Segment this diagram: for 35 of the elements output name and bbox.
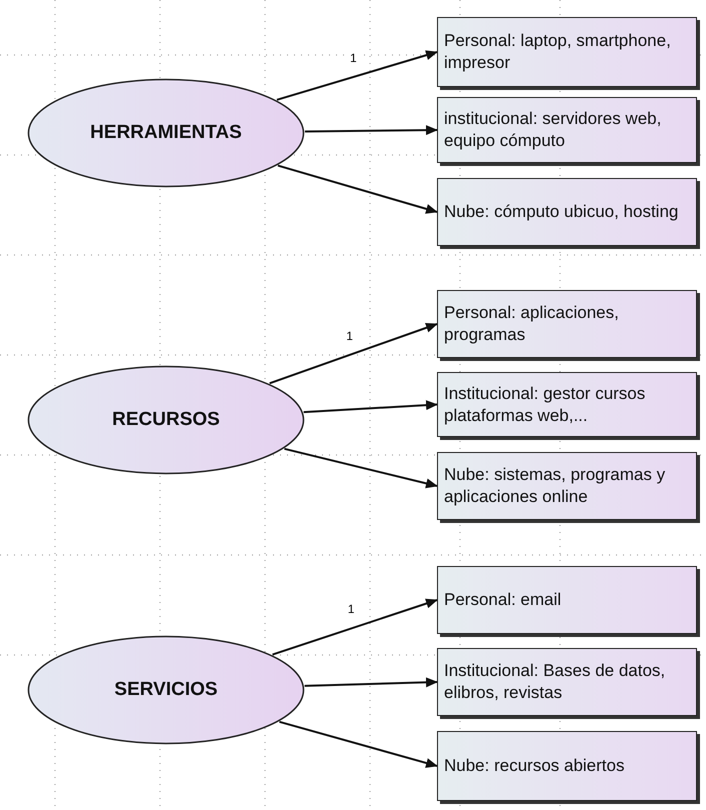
concept-label: SERVICIOS: [114, 679, 218, 701]
box-text: Personal: aplicaciones, programas: [444, 302, 620, 346]
box-text: Nube: recursos abiertos: [444, 755, 624, 777]
arrow: [272, 598, 438, 656]
box-text: institucional: servidores web, equipo cómputo: [444, 108, 662, 152]
concept-label: RECURSOS: [112, 409, 220, 431]
arrow: [304, 677, 438, 688]
arrow: [304, 400, 438, 414]
arrow: [269, 322, 438, 384]
box-text: Institucional: Bases de datos, elibros, revistas: [444, 660, 666, 704]
arrow: [284, 448, 438, 488]
category-box: [437, 17, 697, 87]
box-text: Nube: cómputo ubicuo, hosting: [444, 201, 678, 223]
concept-ellipse: [27, 78, 305, 188]
box-text: Personal: laptop, smartphone, impresor: [444, 30, 672, 74]
arrow: [304, 125, 438, 136]
category-box: [437, 648, 697, 716]
arrow: [278, 164, 438, 214]
box-text: Institucional: gestor cursos plataformas web,...: [444, 382, 646, 426]
box-text: Nube: sistemas, programas y aplicaciones online: [444, 464, 666, 508]
category-box: [437, 372, 697, 437]
concept-ellipse: [27, 365, 305, 475]
category-box: [437, 566, 697, 634]
arrow: [276, 50, 438, 101]
category-box: [437, 178, 697, 246]
concept-ellipse: [27, 635, 305, 745]
box-text: Personal: email: [444, 589, 562, 611]
category-box: [437, 452, 697, 520]
category-box: [437, 290, 697, 358]
category-box: [437, 97, 697, 163]
category-box: [437, 731, 697, 801]
edge-label: 1: [348, 52, 358, 65]
arrow: [279, 720, 438, 768]
edge-label: 1: [345, 330, 354, 343]
concept-label: HERRAMIENTAS: [90, 122, 242, 144]
